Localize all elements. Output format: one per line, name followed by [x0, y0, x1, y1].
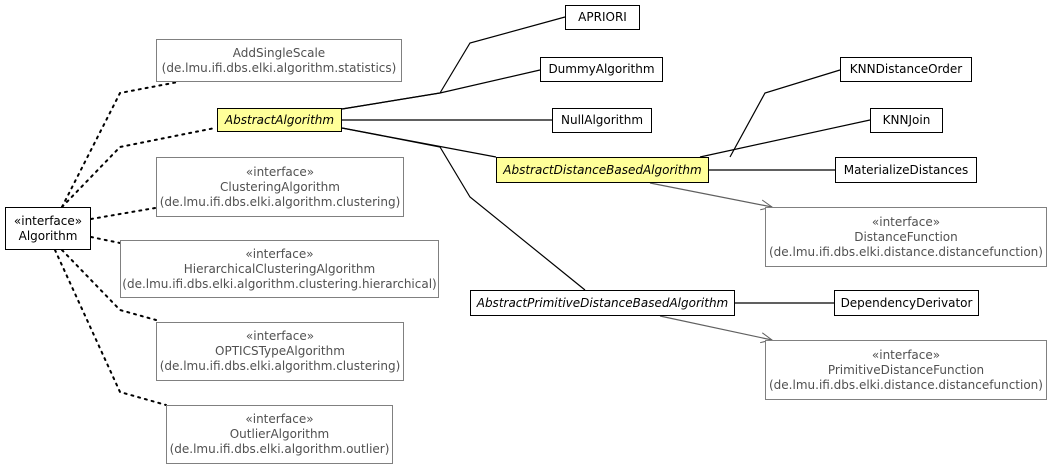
node-package: (de.lmu.ifi.dbs.elki.algorithm.outlier) [169, 442, 390, 456]
class-node-hierarchicalclusteringalgorithm[interactable]: «interface»HierarchicalClusteringAlgorit… [120, 240, 439, 298]
node-class-name: AbstractPrimitiveDistanceBasedAlgorithm [476, 295, 729, 310]
node-stereotype: «interface» [871, 214, 941, 229]
node-class-name: PrimitiveDistanceFunction [827, 362, 985, 377]
class-node-materializedistances[interactable]: MaterializeDistances [835, 157, 977, 183]
edge-abstractalgorithm-to-abstractprimitivedistancebasedalgorithm [341, 127, 586, 291]
node-class-name: DummyAlgorithm [548, 62, 655, 76]
class-node-dummyalgorithm[interactable]: DummyAlgorithm [540, 57, 663, 82]
node-stereotype: «interface» [871, 347, 941, 362]
node-class-name: ClusteringAlgorithm [220, 179, 340, 194]
node-package: (de.lmu.ifi.dbs.elki.algorithm.clusterin… [122, 276, 437, 291]
class-node-addsinglescale[interactable]: AddSingleScale(de.lmu.ifi.dbs.elki.algor… [156, 39, 402, 82]
node-class-name: OPTICSTypeAlgorithm [215, 344, 345, 358]
edge-algorithm-to-clusteringalgorithm [90, 207, 156, 220]
class-node-primitivedistancefunction[interactable]: «interface»PrimitiveDistanceFunction(de.… [765, 340, 1047, 400]
edge-abstractdistancebasedalgorithm-to-knnjoin [699, 119, 871, 158]
edge-abstractprimitivedistancebasedalgorithm-to-primitivedistancefunction [659, 315, 774, 344]
edge-algorithm-to-outlieralgorithm [54, 249, 167, 406]
node-class-name: Algorithm [18, 228, 78, 243]
class-node-clusteringalgorithm[interactable]: «interface»ClusteringAlgorithm(de.lmu.if… [156, 157, 404, 217]
node-class-name: HierarchicalClusteringAlgorithm [183, 261, 376, 276]
class-node-knnjoin[interactable]: KNNJoin [870, 108, 943, 133]
node-class-name: DependencyDerivator [840, 295, 973, 310]
class-node-abstractdistancebasedalgorithm[interactable]: AbstractDistanceBasedAlgorithm [496, 157, 709, 183]
node-class-name: DistanceFunction [854, 229, 958, 244]
node-stereotype: «interface» [245, 329, 315, 343]
class-node-nullalgorithm[interactable]: NullAlgorithm [552, 108, 652, 133]
node-class-name: AddSingleScale [232, 45, 326, 60]
node-package: (de.lmu.ifi.dbs.elki.distance.distancefu… [769, 377, 1043, 392]
class-node-distancefunction[interactable]: «interface»DistanceFunction(de.lmu.ifi.d… [765, 207, 1047, 267]
edge-algorithm-to-abstractalgorithm [61, 127, 216, 208]
class-node-knndistanceorder[interactable]: KNNDistanceOrder [840, 57, 972, 82]
node-class-name: MaterializeDistances [843, 162, 969, 177]
edge-abstractdistancebasedalgorithm-to-distancefunction [649, 182, 774, 211]
class-node-outlieralgorithm[interactable]: «interface»OutlierAlgorithm(de.lmu.ifi.d… [166, 405, 393, 464]
node-package: (de.lmu.ifi.dbs.elki.algorithm.clusterin… [159, 359, 401, 373]
edge-abstractalgorithm-to-dummyalgorithm [341, 69, 541, 110]
node-class-name: KNNDistanceOrder [849, 62, 963, 76]
edge-abstractdistancebasedalgorithm-to-knndistanceorder [729, 69, 841, 158]
edge-algorithm-to-addsinglescale [61, 81, 179, 208]
class-node-algorithm[interactable]: «interface»Algorithm [5, 207, 91, 250]
node-package: (de.lmu.ifi.dbs.elki.algorithm.clusterin… [159, 194, 401, 209]
node-class-name: NullAlgorithm [560, 113, 644, 127]
node-class-name: OutlierAlgorithm [229, 427, 330, 441]
node-package: (de.lmu.ifi.dbs.elki.algorithm.statistic… [161, 60, 397, 75]
edge-algorithm-to-hierarchicalclusteringalgorithm [90, 236, 121, 244]
node-stereotype: «interface» [13, 213, 83, 228]
node-class-name: KNNJoin [882, 113, 931, 127]
class-node-abstractprimitivedistancebasedalgorithm[interactable]: AbstractPrimitiveDistanceBasedAlgorithm [470, 290, 735, 316]
node-class-name: AbstractDistanceBasedAlgorithm [503, 162, 702, 177]
class-node-apriori[interactable]: APRIORI [565, 5, 640, 30]
class-node-opticstypealgorithm[interactable]: «interface»OPTICSTypeAlgorithm(de.lmu.if… [156, 322, 404, 381]
node-package: (de.lmu.ifi.dbs.elki.distance.distancefu… [769, 244, 1043, 259]
node-stereotype: «interface» [245, 246, 314, 261]
node-stereotype: «interface» [245, 412, 314, 426]
node-class-name: AbstractAlgorithm [224, 112, 335, 127]
class-node-dependencyderivator[interactable]: DependencyDerivator [834, 290, 979, 316]
node-stereotype: «interface» [245, 164, 315, 179]
class-node-abstractalgorithm[interactable]: AbstractAlgorithm [217, 108, 342, 132]
node-class-name: APRIORI [578, 10, 627, 24]
edge-algorithm-to-opticstypealgorithm [61, 249, 157, 321]
